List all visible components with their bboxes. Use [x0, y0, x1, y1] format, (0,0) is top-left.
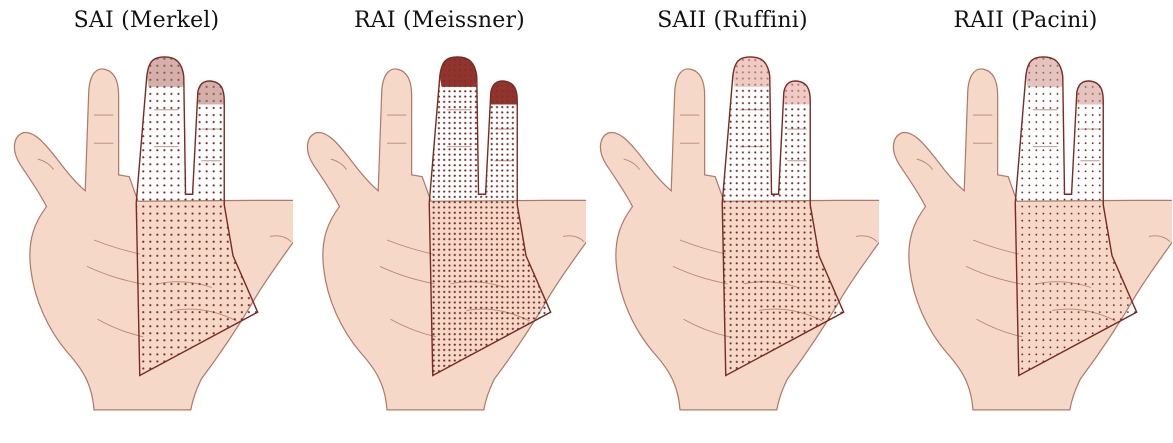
hand-illustration: [293, 0, 586, 443]
panel-rai-meissner: RAI (Meissner): [293, 0, 586, 443]
hand-illustration: [879, 0, 1172, 443]
hand-illustration: [0, 0, 293, 443]
panel-raii-pacini: RAII (Pacini): [879, 0, 1172, 443]
hand-illustration: [586, 0, 879, 443]
panel-sai-merkel: SAI (Merkel): [0, 0, 293, 443]
panel-saii-ruffini: SAII (Ruffini): [586, 0, 879, 443]
